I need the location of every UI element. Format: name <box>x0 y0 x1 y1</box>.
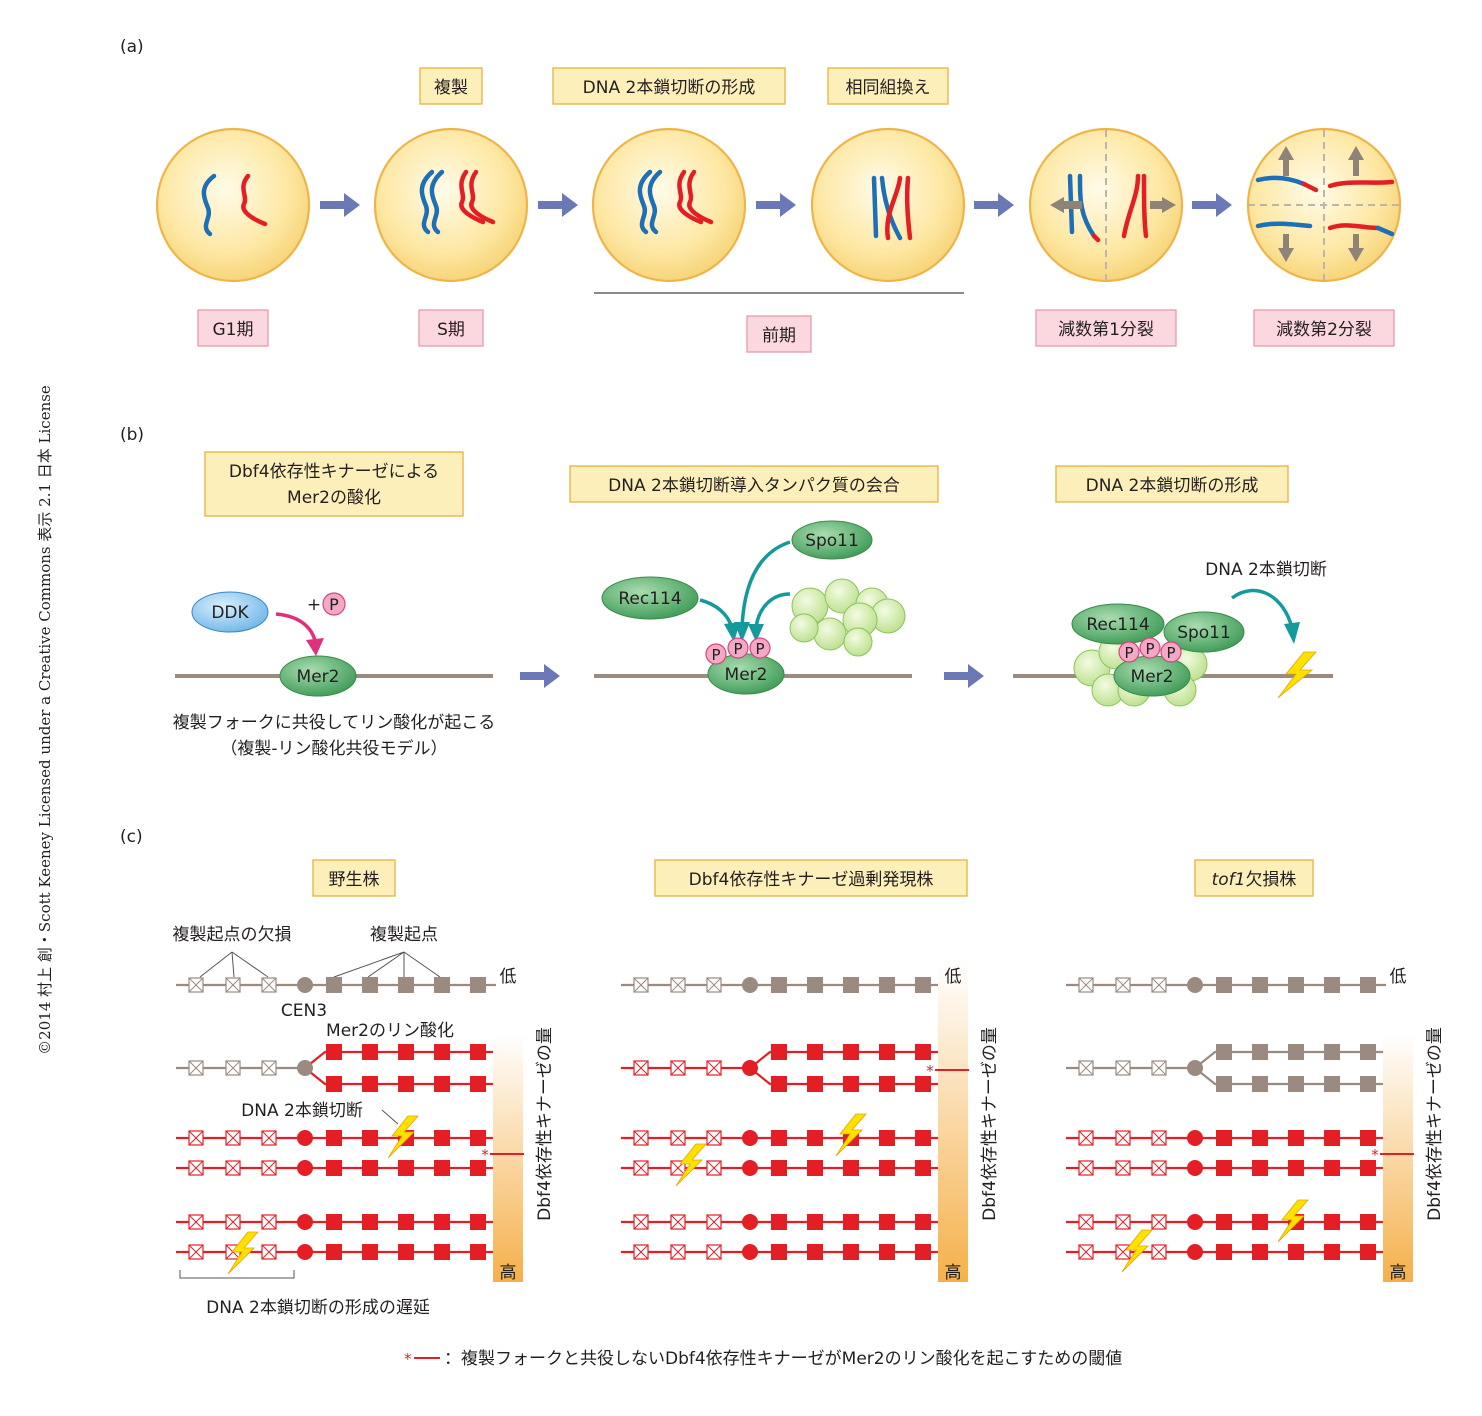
cell-prophase-1 <box>591 127 747 283</box>
phase-s: S期 <box>437 320 465 340</box>
title-wildtype: 野生株 <box>329 870 380 890</box>
title-ddk-overexpression: Dbf4依存性キナーゼ過剰発現株 <box>689 870 934 890</box>
rec114-label-1: Rec114 <box>618 589 681 609</box>
step3-title: DNA 2本鎖切断の形成 <box>1086 476 1259 496</box>
tof1-suffix: 欠損株 <box>1245 870 1296 890</box>
legend-text: ：複製フォークと共役しないDbf4依存性キナーゼがMer2のリン酸化を起こすため… <box>444 1349 1122 1369</box>
bar-low-ddk: 低 <box>945 967 962 987</box>
phase-meiosis-2: 減数第2分裂 <box>1276 320 1372 340</box>
kinase-bar-tof1: 低 高 * Dbf4依存性キナーゼの量 <box>1371 967 1445 1283</box>
legend-star: * <box>404 1350 412 1368</box>
panel-c: (c) 野生株 Dbf4依存性キナーゼ過剰発現株 tof1欠損株 複製起点の欠損… <box>120 827 1445 1369</box>
bar-low-tof1: 低 <box>1390 967 1407 987</box>
rec114-label-2: Rec114 <box>1086 615 1149 635</box>
tof1-italic: tof1 <box>1212 870 1246 890</box>
kinase-bar-wt: 低 高 * Dbf4依存性キナーゼの量 <box>481 967 555 1283</box>
phosphate-3a: P <box>1124 644 1133 662</box>
panel-a: (a) 複製 DNA 2本鎖切断の形成 相同組換え <box>120 37 1402 353</box>
label-dsb-delay: DNA 2本鎖切断の形成の遅延 <box>206 1298 430 1318</box>
phosphate-2b: P <box>733 640 742 658</box>
dsb-bolt-b <box>1277 651 1317 699</box>
ddk-label: DDK <box>211 603 249 623</box>
bar-high-ddk: 高 <box>945 1263 962 1283</box>
step1-line1: Dbf4依存性キナーゼによる <box>229 462 439 482</box>
threshold-star-tof1: * <box>1371 1146 1379 1164</box>
label-origin: 複製起点 <box>370 925 438 945</box>
rec114-protein-2 <box>1071 603 1165 645</box>
bar-low-wt: 低 <box>500 967 517 987</box>
bar-label-wt: Dbf4依存性キナーゼの量 <box>535 1027 555 1221</box>
phosphate-3b: P <box>1145 640 1154 658</box>
title-tof1-deletion: tof1欠損株 <box>1212 870 1297 890</box>
bar-label-tof1: Dbf4依存性キナーゼの量 <box>1425 1027 1445 1221</box>
bar-high-tof1: 高 <box>1390 1263 1407 1283</box>
label-cen3: CEN3 <box>281 1001 327 1021</box>
mer2-label-2: Mer2 <box>725 665 768 685</box>
bar-label-ddk: Dbf4依存性キナーゼの量 <box>980 1027 1000 1221</box>
spo11-label-1: Spo11 <box>805 531 859 551</box>
spo11-protein-2 <box>1163 611 1245 653</box>
panel-b-label: (b) <box>120 425 144 445</box>
plus-sign: + <box>307 595 321 615</box>
threshold-star-ddk: * <box>926 1062 934 1080</box>
kinase-bar-ddk: 低 高 * Dbf4依存性キナーゼの量 <box>926 962 1000 1283</box>
phase-meiosis-1: 減数第1分裂 <box>1058 320 1154 340</box>
step1-line2: Mer2の酸化 <box>287 488 381 508</box>
spo11-label-2: Spo11 <box>1177 623 1231 643</box>
stage-recombination: 相同組換え <box>846 78 931 98</box>
cell-g1 <box>155 127 311 283</box>
phosphate-3c: P <box>1166 644 1175 662</box>
mer2-label-1: Mer2 <box>297 667 340 687</box>
label-origin-deleted: 複製起点の欠損 <box>173 925 292 945</box>
protein-cluster-1 <box>789 578 906 657</box>
chromosome-rows <box>176 977 1386 1275</box>
label-mer2-phos: Mer2のリン酸化 <box>326 1021 454 1041</box>
model-note-2: （複製-リン酸化共役モデル） <box>220 738 447 759</box>
mer2-label-3: Mer2 <box>1131 667 1174 687</box>
copyright-text: ©2014 村上 創・Scott Keeney Licensed under a… <box>36 385 54 1055</box>
stage-dsb-formation: DNA 2本鎖切断の形成 <box>583 78 756 98</box>
panel-c-label: (c) <box>120 827 143 847</box>
stage-replication: 複製 <box>434 78 468 98</box>
panel-b: (b) Dbf4依存性キナーゼによる Mer2の酸化 DNA 2本鎖切断導入タン… <box>120 425 1333 759</box>
bar-high-wt: 高 <box>500 1263 517 1283</box>
mer2-protein-1 <box>279 655 357 697</box>
cell-s <box>373 127 529 283</box>
threshold-star-wt: * <box>481 1146 489 1164</box>
phase-prophase: 前期 <box>762 326 796 346</box>
phosphate-2a: P <box>711 646 720 664</box>
phase-g1: G1期 <box>213 320 254 340</box>
phosphate-1: P <box>329 595 339 614</box>
ddk-protein <box>191 591 269 633</box>
label-dsb: DNA 2本鎖切断 <box>241 1101 363 1121</box>
dsb-label-b: DNA 2本鎖切断 <box>1205 560 1327 580</box>
rec114-protein-1 <box>601 576 699 620</box>
step2-title: DNA 2本鎖切断導入タンパク質の会合 <box>608 476 900 496</box>
model-note-1: 複製フォークに共役してリン酸化が起こる <box>173 713 496 733</box>
spo11-protein-1 <box>791 520 873 560</box>
panel-a-label: (a) <box>120 37 144 57</box>
phosphate-2c: P <box>755 640 764 658</box>
